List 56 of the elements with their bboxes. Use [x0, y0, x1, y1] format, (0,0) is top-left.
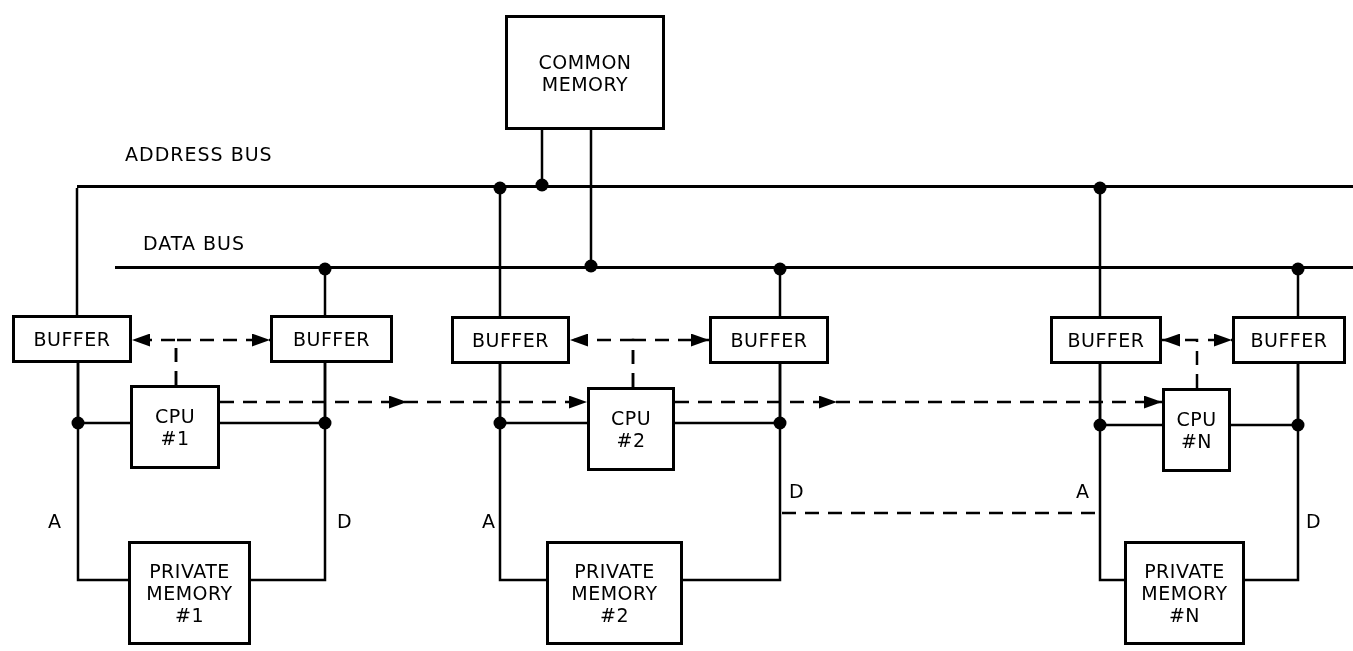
block-label: CPU #1 [153, 405, 197, 449]
buffer-box [709, 316, 829, 364]
bus-label: DATA BUS [143, 232, 245, 254]
connector-line [76, 363, 128, 582]
block-label: COMMON MEMORY [537, 50, 633, 95]
buffer-box [451, 316, 570, 364]
connector-line [498, 364, 546, 582]
signal-label: D [789, 480, 805, 502]
cpu-box [130, 385, 220, 469]
signal-label: A [48, 510, 62, 532]
connector-line [535, 130, 549, 192]
arrow [1162, 333, 1199, 388]
arrow [675, 396, 1162, 409]
block-label: BUFFER [1250, 329, 1328, 351]
signal-label: A [1076, 480, 1090, 502]
connector-line [1098, 364, 1124, 582]
memory-box [546, 541, 683, 645]
block-label: BUFFER [1067, 329, 1145, 351]
memory-box [1124, 541, 1245, 645]
bus-line [115, 266, 1353, 269]
connector-line [1245, 364, 1300, 582]
connector-line [773, 262, 787, 316]
bus-label: ADDRESS BUS [125, 143, 273, 165]
block-label: BUFFER [293, 328, 370, 350]
block-label: BUFFER [730, 329, 808, 351]
block-label: CPU #2 [609, 407, 653, 451]
block-label: CPU #N [1175, 408, 1218, 452]
memory-box [128, 541, 251, 645]
bus-line [77, 185, 1353, 188]
block-label: BUFFER [472, 329, 549, 351]
connector-line [318, 262, 332, 315]
block-label: PRIVATE MEMORY #2 [570, 560, 659, 626]
buffer-box [270, 315, 393, 363]
connector-line [1093, 181, 1107, 316]
buffer-box [1050, 316, 1162, 364]
connector-line [75, 188, 79, 315]
connector-line [683, 364, 782, 582]
connector-line [1291, 262, 1305, 316]
arrow [1208, 333, 1232, 347]
connector-line [251, 363, 327, 582]
signal-label: A [482, 510, 496, 532]
cpu-box [1162, 388, 1231, 472]
signal-label: D [337, 510, 353, 532]
arrow [174, 333, 270, 385]
buffer-box [12, 315, 132, 363]
signal-label: D [1306, 510, 1322, 532]
cpu-box [587, 387, 675, 471]
block-label: BUFFER [33, 328, 111, 350]
connector-line [493, 181, 507, 316]
arrow [220, 396, 587, 409]
block-label: PRIVATE MEMORY #1 [145, 560, 234, 626]
arrow [631, 333, 709, 387]
block-label: PRIVATE MEMORY #N [1140, 560, 1229, 626]
buffer-box [1232, 316, 1346, 364]
connector-line [584, 130, 598, 273]
memory-box [505, 15, 665, 130]
